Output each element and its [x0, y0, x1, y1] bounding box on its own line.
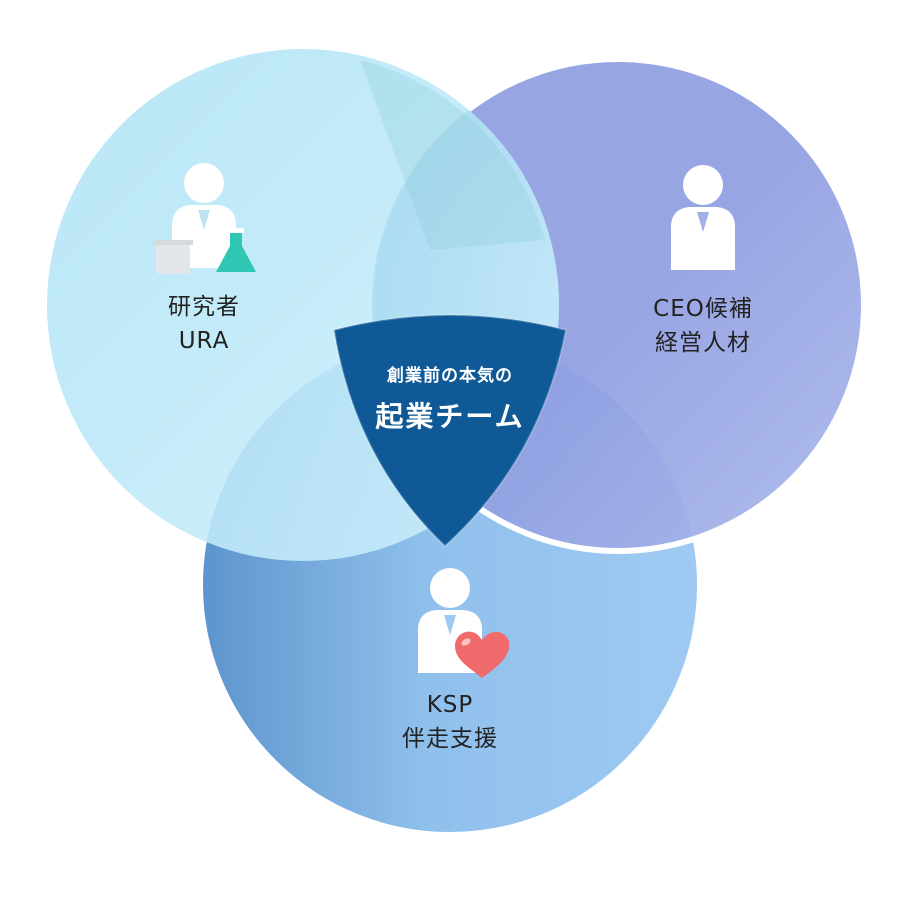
researcher-label-line1: 研究者 — [168, 294, 240, 320]
center-title: 起業チーム — [375, 400, 525, 433]
ceo-label-line2: 経営人材 — [654, 330, 751, 356]
researcher-icons — [153, 163, 256, 274]
ceo-label-line1: CEO候補 — [653, 296, 753, 322]
center-subtitle: 創業前の本気の — [386, 366, 513, 386]
researcher-label: 研究者 URA — [168, 290, 240, 358]
ksp-icons — [418, 568, 510, 678]
flask-icon — [216, 228, 256, 272]
ksp-label-line2: 伴走支援 — [402, 726, 498, 752]
ksp-label-line1: KSP — [426, 692, 474, 718]
ksp-label: KSP 伴走支援 — [402, 688, 498, 756]
center-label: 創業前の本気の 起業チーム — [375, 364, 524, 438]
center-shield — [332, 314, 568, 548]
beaker-icon — [153, 240, 193, 274]
researcher-label-line2: URA — [178, 328, 230, 354]
teal-tint — [360, 60, 545, 250]
ceo-label: CEO候補 経営人材 — [653, 292, 753, 360]
person-icon — [671, 165, 735, 270]
